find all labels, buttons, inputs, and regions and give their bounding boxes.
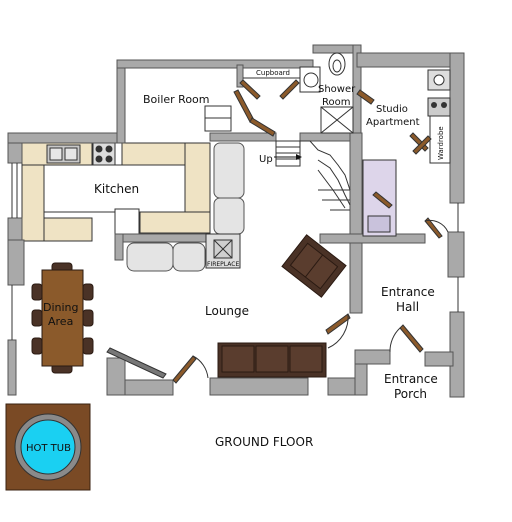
window-seat: [106, 347, 167, 379]
cupboard-doors: [239, 79, 300, 100]
hot-tub-label: HOT TUB: [26, 443, 71, 454]
wardrobe-label: Wardrobe: [437, 126, 445, 160]
walls: [7, 44, 465, 398]
cupboard-label: Cupboard: [256, 69, 290, 77]
dining-area-label: Dining Area: [43, 301, 82, 328]
hot-tub: [5, 403, 91, 491]
grey-sofa: [126, 142, 245, 272]
studio-apartment-label: Studio Apartment: [366, 104, 420, 128]
brown-armchair: [281, 234, 347, 298]
floor-caption: GROUND FLOOR: [215, 435, 313, 449]
fireplace-icon: [205, 233, 241, 269]
entrance-porch-label: Entrance Porch: [384, 372, 442, 401]
shower-room-label: Shower Room: [318, 84, 358, 108]
boiler-room-label: Boiler Room: [143, 93, 210, 106]
door-swings: [192, 219, 449, 379]
dining-table: [31, 262, 94, 374]
brown-sofa: [217, 342, 327, 378]
entrance-hall-label: Entrance Hall: [381, 285, 439, 314]
studio-fixtures: [362, 69, 451, 239]
kitchen-island: [43, 164, 186, 213]
sink-icon: [46, 144, 81, 164]
stair-arrow-icon: [274, 154, 302, 160]
shower-room-fixtures: [299, 52, 375, 134]
kitchen-appliance: [114, 208, 140, 235]
boiler-room-door: [233, 89, 276, 137]
boiler-room-fixtures: [204, 77, 300, 132]
lounge-doors: [172, 313, 424, 384]
hob-icon: [92, 142, 116, 166]
fireplace-label: FIREPLACE: [207, 261, 239, 268]
lounge-label: Lounge: [205, 304, 249, 318]
windows: [11, 163, 459, 340]
up-label: Up: [259, 154, 273, 165]
staircase: [275, 140, 351, 211]
kitchen-label: Kitchen: [94, 182, 139, 196]
